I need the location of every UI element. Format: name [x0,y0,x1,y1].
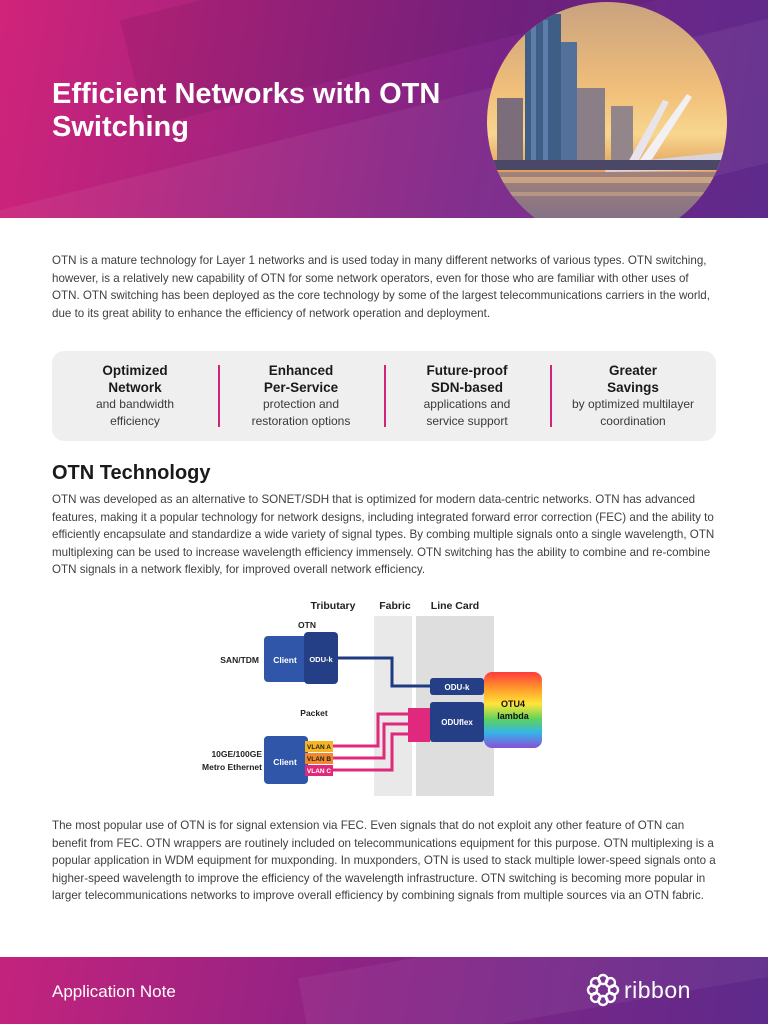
odu-k-link [338,656,432,688]
feature-future-proof-sdn: Future-proof SDN-based applications and … [384,363,550,429]
feature-subtitle: protection and restoration options [224,396,378,429]
intro-paragraph: OTN is a mature technology for Layer 1 n… [52,254,710,320]
oduflex-label: ODUflex [441,718,473,727]
odu-k-tributary-block [304,632,338,684]
lambda-label: lambda [497,711,530,721]
otu4-lambda-block [484,672,542,748]
footer-decor-stripe [298,957,768,1024]
feature-subtitle-line: by optimized multilayer [571,397,695,411]
feature-title-line: Network [108,379,162,395]
section-heading-otn-technology: OTN Technology [52,462,211,484]
ethernet-label-line1: 10GE/100GE [211,749,262,759]
feature-subtitle-line: applications and [423,397,511,411]
feature-title-line: Greater [608,363,658,378]
city-skyline-photo [487,2,727,218]
tributary-column-label: Tributary [311,600,356,612]
san-tdm-label: SAN/TDM [220,655,259,665]
page-title: Efficient Networks with OTN Switching [52,78,441,143]
feature-title-line: Future-proof [426,363,508,378]
skyline-illustration [487,14,727,218]
vlan-c-link [333,732,408,772]
feature-subtitle-line: coordination [600,413,666,428]
vlan-c-label: VLAN C [307,768,332,775]
feature-title: Optimized Network [58,363,212,396]
ethernet-label-line2: Metro Ethernet [202,762,262,772]
vlan-c-tag [305,765,333,776]
feature-subtitle: applications and service support [390,396,544,429]
fabric-mux-block [408,708,430,742]
feature-subtitle: by optimized multilayer coordination [556,396,710,429]
feature-subtitle: and bandwidth efficiency [58,396,212,429]
line-card-column-label: Line Card [431,600,479,612]
client-ethernet-block [264,736,308,784]
feature-title: Future-proof SDN-based [390,363,544,396]
feature-optimized-network: Optimized Network and bandwidth efficien… [52,363,218,429]
fabric-column-label: Fabric [379,600,411,612]
feature-subtitle-line: and bandwidth [95,397,175,411]
packet-label: Packet [300,708,328,718]
feature-subtitle-line: efficiency [110,413,160,428]
vlan-a-label: VLAN A [307,744,331,751]
client-otn-label: Client [273,655,297,665]
feature-title-line: Enhanced [268,363,334,378]
vlan-b-tag [305,753,333,764]
features-panel: Optimized Network and bandwidth efficien… [52,351,716,441]
feature-enhanced-per-service: Enhanced Per-Service protection and rest… [218,363,384,429]
feature-title: Greater Savings [556,363,710,396]
ribbon-logo-icon [586,973,620,1007]
feature-title-line: Per-Service [263,379,339,395]
feature-title-line: SDN-based [430,379,503,395]
odu-k-line-label: ODU-k [445,683,470,692]
feature-title: Enhanced Per-Service [224,363,378,396]
client-ethernet-label: Client [273,757,297,767]
footer-bar: Application Note ribbon [0,957,768,1024]
vlan-b-link [333,722,408,760]
feature-title-line: Savings [607,379,659,395]
otn-label: OTN [298,620,316,630]
vlan-a-tag [305,741,333,752]
feature-title-line: Optimized [102,363,168,378]
feature-subtitle-line: restoration options [251,413,351,428]
odu-k-tributary-label: ODU-k [309,655,333,664]
vlan-a-link [333,712,408,748]
footer-document-type: Application Note [52,982,176,1001]
ribbon-logo: ribbon [586,973,691,1007]
feature-subtitle-line: protection and [262,397,340,411]
technology-paragraph: OTN was developed as an alternative to S… [52,493,715,576]
outro-paragraph: The most popular use of OTN is for signa… [52,819,716,902]
odu-k-line-block [430,678,484,695]
otu4-label: OTU4 [501,699,525,709]
header-banner: Efficient Networks with OTN Switching [0,0,768,218]
oduflex-block [430,702,484,742]
otn-switching-diagram: Tributary Fabric Line Card OTN SAN/TDM C… [202,600,542,796]
client-otn-block [264,636,308,682]
feature-subtitle-line: service support [426,413,508,428]
vlan-b-label: VLAN B [307,756,332,763]
feature-greater-savings: Greater Savings by optimized multilayer … [550,363,716,429]
ribbon-wordmark: ribbon [624,976,691,1003]
